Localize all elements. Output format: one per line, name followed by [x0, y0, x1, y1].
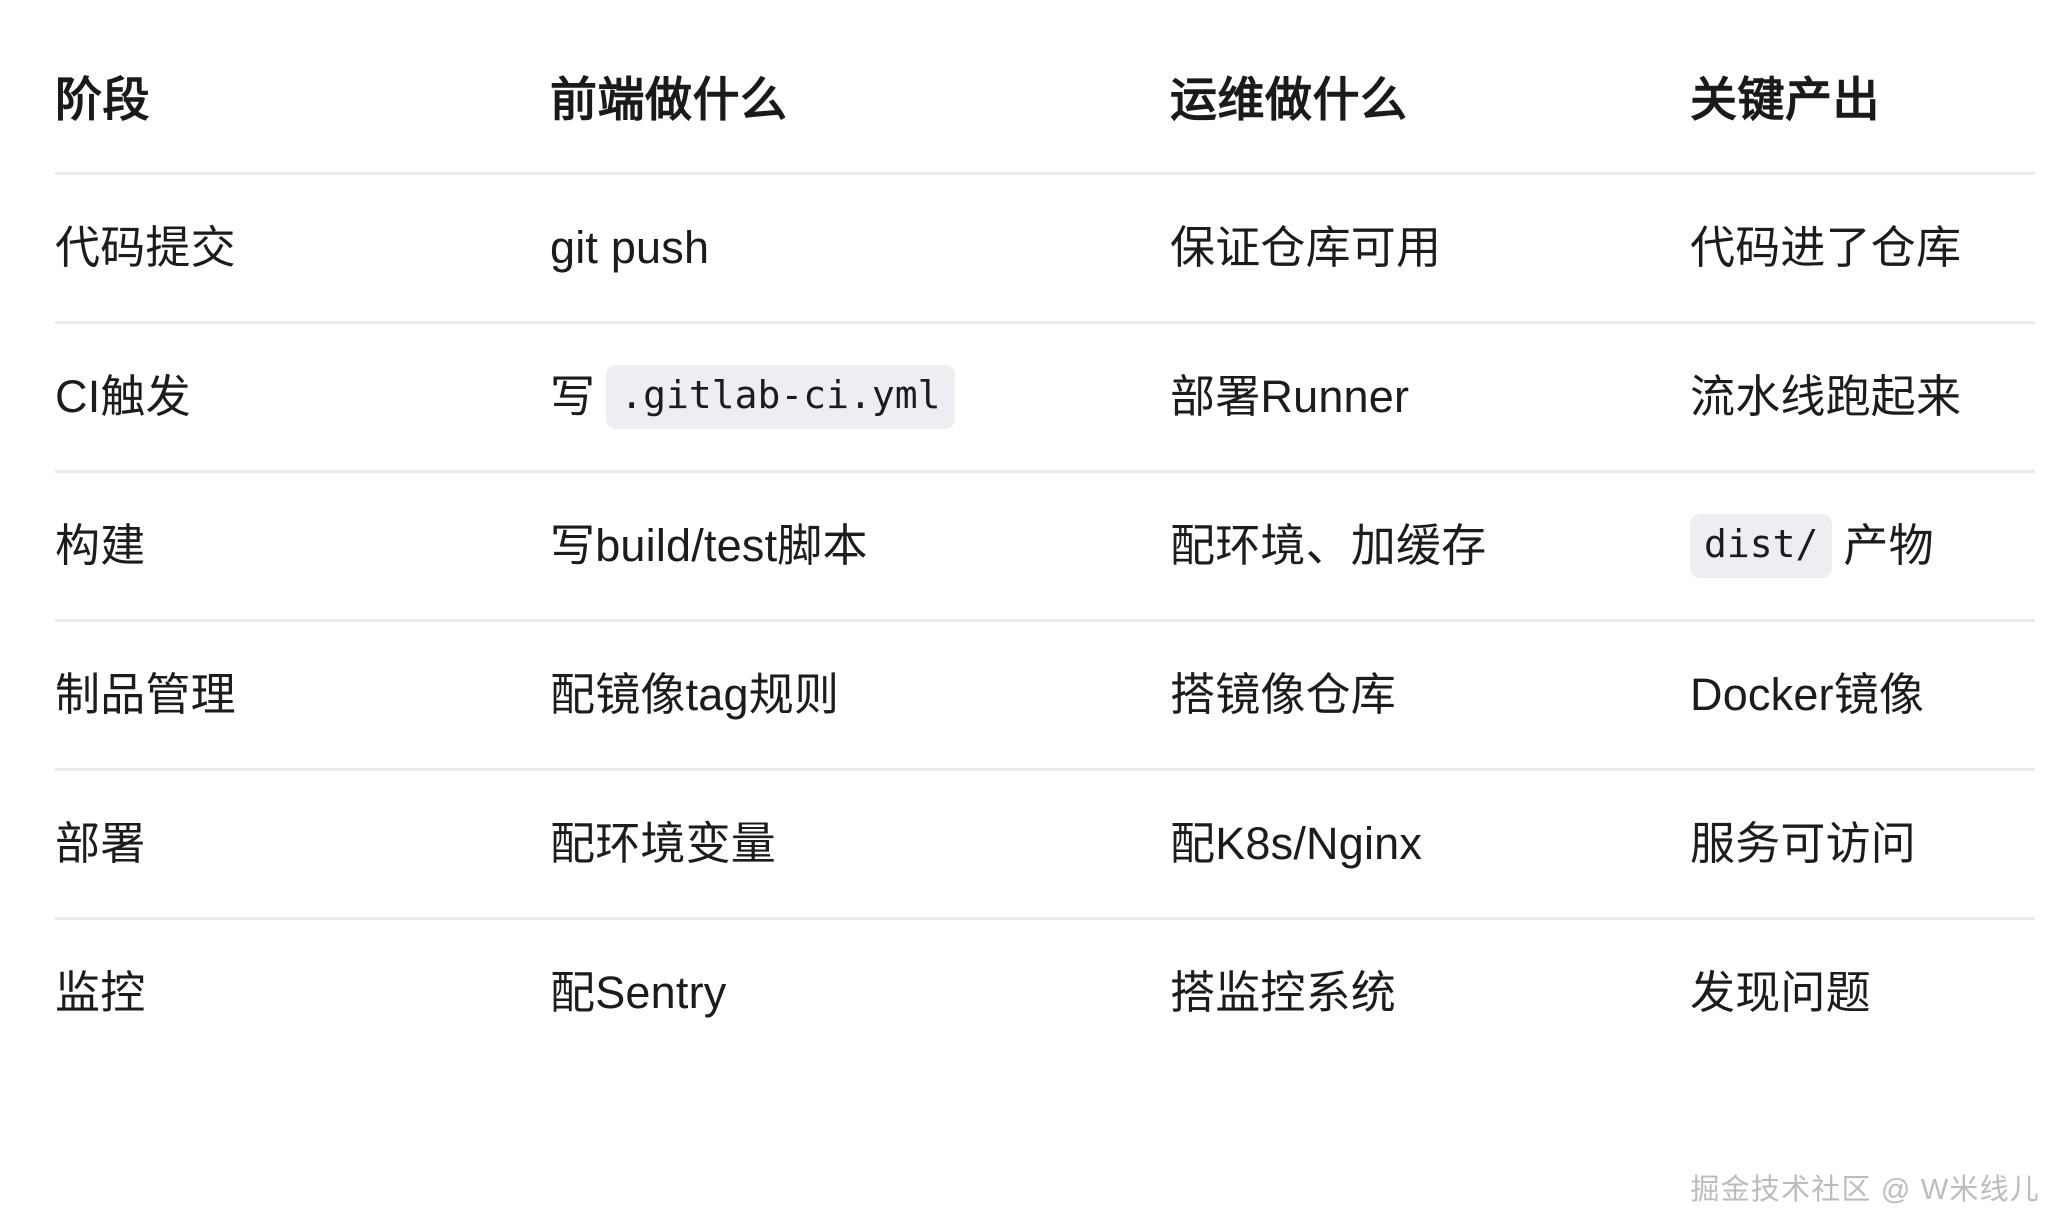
cell-output-text: 服务可访问: [1690, 817, 1917, 869]
cell-output-inner: 发现问题: [1690, 964, 2035, 1023]
cell-frontend-inner: 写build/test脚本: [550, 517, 1170, 576]
cell-stage-inner: 部署: [55, 815, 550, 874]
table-body: 代码提交 git push 保证仓库可用 代码进了仓库 CI触发 写.gitlab-ci.…: [55, 174, 2035, 1067]
cell-output-text: 发现问题: [1690, 966, 1871, 1018]
cell-frontend-inner: 写.gitlab-ci.yml: [550, 365, 1170, 429]
cell-output-suffix: 产物: [1843, 519, 1934, 571]
cell-ops-inner: 搭监控系统: [1170, 964, 1690, 1023]
table-header-row: 阶段 前端做什么 运维做什么 关键产出: [55, 36, 2035, 174]
cell-frontend-inner: 配环境变量: [550, 815, 1170, 874]
cell-frontend-inner: 配Sentry: [550, 964, 1170, 1023]
cell-stage: 监控: [55, 919, 550, 1067]
table-row: 制品管理 配镜像tag规则 搭镜像仓库 Docker镜像: [55, 621, 2035, 770]
column-header-stage: 阶段: [55, 72, 150, 126]
cell-output-text: Docker镜像: [1690, 668, 1925, 720]
cell-output: 代码进了仓库: [1690, 174, 2035, 323]
cell-output-text: 流水线跑起来: [1690, 370, 1962, 422]
table-row: 监控 配Sentry 搭监控系统 发现问题: [55, 919, 2035, 1067]
cell-output-inner: 流水线跑起来: [1690, 368, 2035, 427]
cell-ops-text: 部署Runner: [1170, 370, 1410, 422]
cell-stage-inner: 监控: [55, 964, 550, 1023]
cell-stage: CI触发: [55, 323, 550, 472]
cell-ops: 部署Runner: [1170, 323, 1690, 472]
cell-frontend-text: 配环境变量: [550, 817, 777, 869]
cell-output-text: 代码进了仓库: [1690, 221, 1962, 273]
cell-frontend-prefix: 写: [550, 370, 596, 422]
cell-frontend: 写build/test脚本: [550, 472, 1170, 621]
cell-ops: 保证仓库可用: [1170, 174, 1690, 323]
cell-frontend-code: .gitlab-ci.yml: [606, 365, 955, 429]
column-header-output: 关键产出: [1690, 72, 1880, 126]
cell-output: 服务可访问: [1690, 770, 2035, 919]
cell-frontend: 配环境变量: [550, 770, 1170, 919]
cell-stage: 代码提交: [55, 174, 550, 323]
cell-stage: 构建: [55, 472, 550, 621]
cell-frontend: 写.gitlab-ci.yml: [550, 323, 1170, 472]
cell-output-code: dist/: [1690, 514, 1833, 578]
cell-ops-text: 配环境、加缓存: [1170, 519, 1487, 571]
table-row: 代码提交 git push 保证仓库可用 代码进了仓库: [55, 174, 2035, 323]
cell-ops-inner: 配环境、加缓存: [1170, 517, 1690, 576]
watermark: 掘金技术社区 @ W米线儿: [1690, 1174, 2040, 1206]
cell-frontend-text: git push: [550, 221, 710, 273]
cell-ops-text: 搭镜像仓库: [1170, 668, 1397, 720]
cell-output: 发现问题: [1690, 919, 2035, 1067]
cell-output: 流水线跑起来: [1690, 323, 2035, 472]
cell-output: Docker镜像: [1690, 621, 2035, 770]
cell-ops-inner: 配K8s/Nginx: [1170, 815, 1690, 874]
cell-stage-text: 部署: [55, 817, 146, 869]
cell-stage-text: 监控: [55, 966, 146, 1018]
cell-stage-inner: 代码提交: [55, 219, 550, 278]
cell-output-inner: dist/产物: [1690, 514, 2035, 578]
cell-ops: 搭镜像仓库: [1170, 621, 1690, 770]
column-header-ops: 运维做什么: [1170, 72, 1408, 126]
cell-frontend-inner: git push: [550, 219, 1170, 278]
cell-ops: 配K8s/Nginx: [1170, 770, 1690, 919]
cell-stage-text: 代码提交: [55, 221, 236, 273]
cell-output-inner: Docker镜像: [1690, 666, 2035, 725]
cell-frontend-text: 配镜像tag规则: [550, 668, 840, 720]
cell-stage-inner: 制品管理: [55, 666, 550, 725]
cell-ops: 搭监控系统: [1170, 919, 1690, 1067]
cell-output: dist/产物: [1690, 472, 2035, 621]
table-header: 阶段 前端做什么 运维做什么 关键产出: [55, 36, 2035, 174]
cell-ops-inner: 保证仓库可用: [1170, 219, 1690, 278]
column-header-frontend: 前端做什么: [550, 72, 788, 126]
cell-ops-text: 配K8s/Nginx: [1170, 817, 1423, 869]
cell-stage-text: 制品管理: [55, 668, 236, 720]
cell-stage-inner: CI触发: [55, 368, 550, 427]
cell-ops-inner: 部署Runner: [1170, 368, 1690, 427]
cell-frontend: git push: [550, 174, 1170, 323]
cell-frontend-inner: 配镜像tag规则: [550, 666, 1170, 725]
cell-stage-inner: 构建: [55, 517, 550, 576]
cell-ops-text: 保证仓库可用: [1170, 221, 1442, 273]
table-row: 构建 写build/test脚本 配环境、加缓存 dist/产物: [55, 472, 2035, 621]
cell-ops-text: 搭监控系统: [1170, 966, 1397, 1018]
cell-ops-inner: 搭镜像仓库: [1170, 666, 1690, 725]
cell-output-inner: 服务可访问: [1690, 815, 2035, 874]
cell-stage: 制品管理: [55, 621, 550, 770]
cell-stage-text: 构建: [55, 519, 146, 571]
cell-stage-text: CI触发: [55, 370, 191, 422]
cell-frontend: 配Sentry: [550, 919, 1170, 1067]
cell-frontend-text: 配Sentry: [550, 966, 727, 1018]
table-row: 部署 配环境变量 配K8s/Nginx 服务可访问: [55, 770, 2035, 919]
cell-output-inner: 代码进了仓库: [1690, 219, 2035, 278]
cell-ops: 配环境、加缓存: [1170, 472, 1690, 621]
cell-frontend-text: 写build/test脚本: [550, 519, 868, 571]
cell-stage: 部署: [55, 770, 550, 919]
cell-frontend: 配镜像tag规则: [550, 621, 1170, 770]
